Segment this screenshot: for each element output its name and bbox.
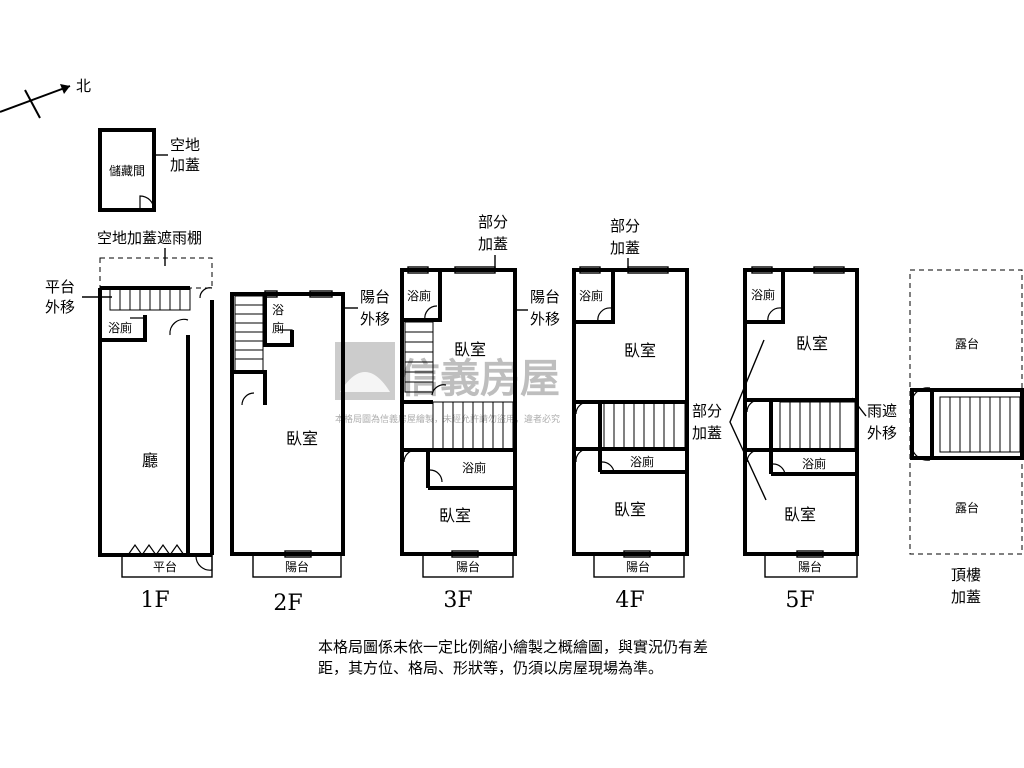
- 3f-partial-line1: 部分: [478, 213, 508, 231]
- storage-room: [98, 128, 156, 212]
- 3f-balcony-label: 陽台: [456, 559, 480, 574]
- 3f-partial-line2: 加蓋: [478, 235, 508, 253]
- 1f-hall-label: 廳: [142, 451, 158, 470]
- storage-note-line2: 加蓋: [170, 156, 200, 174]
- balcony-note-line2: 外移: [360, 310, 390, 328]
- 5f-bath-label-1: 浴廁: [751, 287, 775, 302]
- 5f-partial-line1: 部分: [692, 402, 722, 420]
- 2f-bedroom-label: 臥室: [286, 429, 318, 448]
- 5f-partial-line2: 加蓋: [692, 424, 722, 442]
- floor-3f: 浴廁 臥室 浴廁 臥室 陽台: [400, 266, 517, 578]
- 3f-bath-label-1: 浴廁: [407, 288, 431, 303]
- door-icon: [139, 195, 155, 211]
- 3f-bedroom-label-2: 臥室: [439, 506, 471, 525]
- rooftop-terrace-label-1: 露台: [955, 336, 979, 351]
- watermark: 信義房屋 本格局圖為信義房屋繪製，未經允許請勿盜用，違者必究: [335, 342, 560, 425]
- rooftop: 露台 露台: [909, 269, 1024, 555]
- 4f-bath-label-2: 浴廁: [630, 454, 654, 469]
- balcony-note-2-line1: 陽台: [530, 288, 560, 306]
- floor-label-5f: 5F: [785, 588, 814, 613]
- 3f-bedroom-label-1: 臥室: [454, 340, 486, 359]
- 5f-bath-label-2: 浴廁: [802, 456, 826, 471]
- floor-5f: 浴廁 臥室 浴廁 臥室 陽台: [743, 266, 859, 578]
- rooftop-label-line1: 頂樓: [951, 566, 981, 584]
- floor-label-3f: 3F: [443, 588, 472, 613]
- 4f-partial-line1: 部分: [610, 217, 640, 235]
- 1f-platform-label: 平台: [153, 559, 177, 574]
- 4f-partial-line2: 加蓋: [610, 239, 640, 257]
- 3f-bath-label-2: 浴廁: [462, 460, 486, 475]
- canopy-note: 空地加蓋遮雨棚: [97, 229, 202, 247]
- floor-label-4f: 4F: [615, 588, 644, 613]
- 1f-bath-label: 浴廁: [108, 320, 132, 335]
- watermark-brand: 信義房屋: [400, 356, 560, 402]
- balcony-note-line1: 陽台: [360, 288, 390, 306]
- 2f-balcony-label: 陽台: [285, 559, 309, 574]
- storage-room-label: 儲藏間: [109, 164, 145, 178]
- rooftop-terrace-label-2: 露台: [955, 500, 979, 515]
- storage-note-line1: 空地: [170, 136, 200, 154]
- disclaimer-text: 本格局圖係未依一定比例縮小繪製之概繪圖，與實況仍有差距，其方位、格局、形狀等，仍…: [318, 638, 709, 677]
- 4f-bedroom-label-1: 臥室: [624, 341, 656, 360]
- canopy-move-line1: 雨遮: [867, 402, 897, 420]
- floor-4f: 浴廁 臥室 浴廁 臥室 陽台: [572, 266, 689, 578]
- balcony-note-2-line2: 外移: [530, 310, 560, 328]
- floor-label-2f: 2F: [273, 591, 302, 616]
- watermark-notice: 本格局圖為信義房屋繪製，未經允許請勿盜用，違者必究: [335, 413, 560, 425]
- canopy-move-line2: 外移: [867, 424, 897, 442]
- 2f-bath-label-top: 浴: [272, 303, 284, 317]
- platform-note-line1: 平台: [45, 278, 75, 296]
- floor-label-1f: 1F: [140, 588, 169, 613]
- 4f-balcony-label: 陽台: [626, 559, 650, 574]
- 5f-balcony-label: 陽台: [798, 559, 822, 574]
- platform-note-line2: 外移: [45, 298, 75, 316]
- 4f-bath-label-1: 浴廁: [579, 288, 603, 303]
- north-label: 北: [76, 77, 91, 95]
- 5f-bedroom-label-2: 臥室: [784, 505, 816, 524]
- 4f-bedroom-label-2: 臥室: [614, 500, 646, 519]
- north-arrow-icon: [0, 84, 71, 119]
- floor-1f: 浴廁 廳 平台: [98, 257, 214, 578]
- floor-2f: 浴 廁 臥室 陽台: [230, 290, 345, 578]
- 2f-bath-label-bottom: 廁: [272, 320, 284, 335]
- 5f-bedroom-label-1: 臥室: [796, 334, 828, 353]
- rooftop-label-line2: 加蓋: [951, 588, 981, 606]
